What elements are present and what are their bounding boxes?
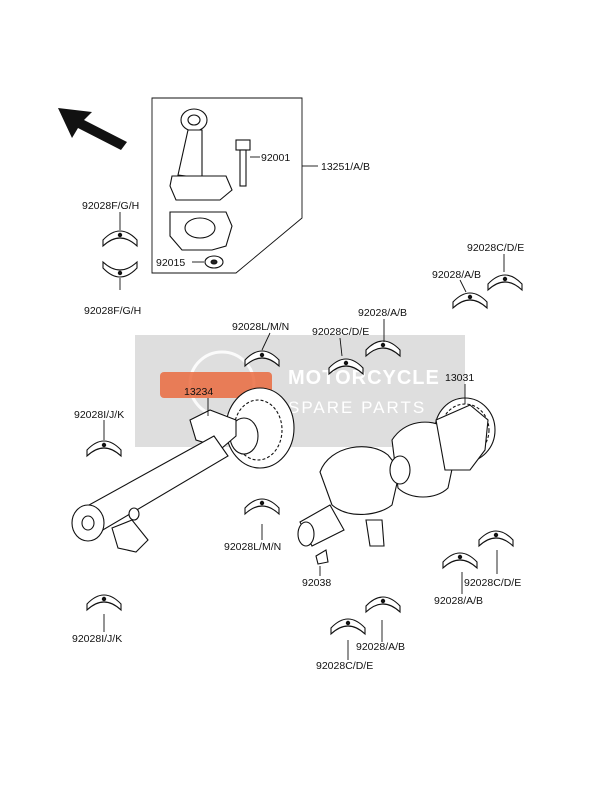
- bearing-insert-icon: [244, 498, 280, 516]
- label-92028cde-right: 92028C/D/E: [467, 242, 524, 254]
- bearing-inserts: [86, 230, 523, 636]
- bearing-insert-icon: [86, 594, 122, 612]
- label-92028cde-mid: 92028C/D/E: [312, 326, 369, 338]
- bearing-insert-icon: [328, 358, 364, 376]
- part-labels: 92001 13251/A/B 92015 92028F/G/H 92028F/…: [72, 152, 524, 672]
- bearing-insert-icon: [442, 552, 478, 570]
- balancer-shaft: [71, 387, 295, 553]
- label-92015: 92015: [156, 257, 185, 269]
- label-92028ijk-bottom: 92028I/J/K: [72, 633, 122, 645]
- bearing-insert-icon: [244, 350, 280, 368]
- label-92028ab-bottom-mid: 92028/A/B: [356, 641, 405, 653]
- bearing-insert-icon: [102, 230, 138, 248]
- bearing-insert-icon: [365, 596, 401, 614]
- bearing-insert-icon: [487, 274, 523, 292]
- watermark-logo-icon: [160, 372, 272, 398]
- leader-lines: [103, 212, 505, 660]
- connecting-rod: [169, 108, 233, 251]
- bearing-insert-icon: [86, 440, 122, 458]
- label-92028cde-bottom-mid: 92028C/D/E: [316, 660, 373, 672]
- label-92028ab-mid: 92028/A/B: [358, 307, 407, 319]
- label-92028lmn-bottom: 92028L/M/N: [224, 541, 281, 553]
- front-direction-arrow-icon: [58, 108, 127, 150]
- label-13251: 13251/A/B: [321, 161, 370, 173]
- watermark-subtitle: SPARE PARTS: [288, 398, 426, 417]
- label-92038: 92038: [302, 577, 331, 589]
- bearing-insert-icon: [365, 340, 401, 358]
- watermark-title: MOTORCYCLE: [288, 367, 440, 389]
- label-92028ijk-top: 92028I/J/K: [74, 409, 124, 421]
- label-92028lmn-top: 92028L/M/N: [232, 321, 289, 333]
- watermark: MOTORCYCLE SPARE PARTS: [135, 335, 465, 447]
- crankshaft: [297, 397, 496, 547]
- label-92001: 92001: [261, 152, 290, 164]
- connecting-rod-assembly-box: [151, 97, 303, 274]
- label-92028fgh-top: 92028F/G/H: [82, 200, 139, 212]
- label-13031: 13031: [445, 372, 474, 384]
- bearing-insert-icon: [102, 260, 138, 278]
- connecting-rod-nut: [192, 255, 224, 269]
- label-92028fgh-bottom: 92028F/G/H: [84, 305, 141, 317]
- bearing-insert-icon: [478, 530, 514, 548]
- label-92028ab-right: 92028/A/B: [432, 269, 481, 281]
- bearing-insert-icon: [330, 618, 366, 636]
- woodruff-key: [315, 549, 329, 565]
- label-92028ab-bottom-right: 92028/A/B: [434, 595, 483, 607]
- label-13234: 13234: [184, 386, 213, 398]
- connecting-rod-bolt: [235, 139, 260, 187]
- label-92028cde-bottom-right: 92028C/D/E: [464, 577, 521, 589]
- bearing-insert-icon: [452, 292, 488, 310]
